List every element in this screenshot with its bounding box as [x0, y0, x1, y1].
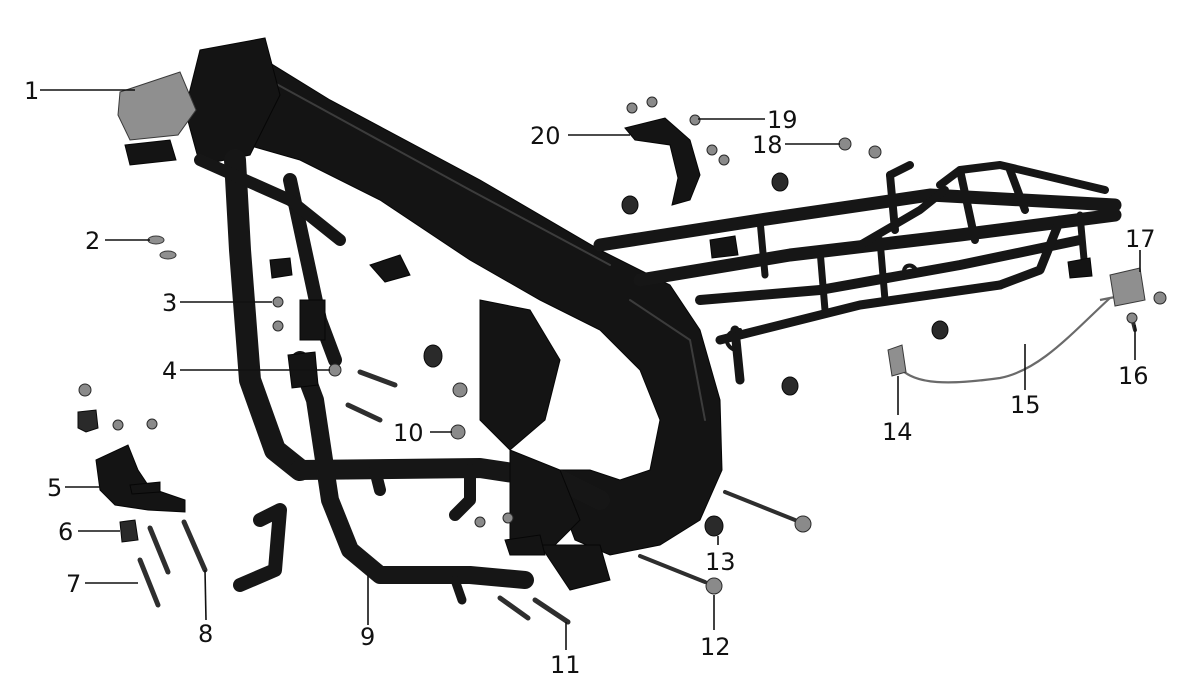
part-7-8-long-bolts	[137, 519, 208, 608]
part-6-collar	[119, 519, 139, 543]
callout-2: 2	[85, 227, 100, 255]
part-18-19-screws	[626, 96, 882, 166]
callout-13: 13	[705, 548, 736, 576]
callout-17: 17	[1125, 225, 1156, 253]
callout-20: 20	[530, 122, 561, 150]
part-16-17-lock	[1109, 267, 1167, 332]
part-10-nuts	[423, 344, 468, 440]
callout-19: 19	[767, 106, 798, 134]
callout-16: 16	[1118, 362, 1149, 390]
callout-5: 5	[47, 474, 62, 502]
callout-4: 4	[162, 357, 177, 385]
part-4-bolts	[328, 363, 398, 423]
part-14-15-cable	[887, 290, 1141, 384]
main-frame	[184, 37, 723, 591]
callout-10: 10	[393, 419, 424, 447]
part-2-washers	[147, 235, 177, 260]
callout-numbers: 1 2 3 4 5 6 7 8 9 10 11 12 13 14 15 16 1…	[24, 77, 1156, 679]
callout-11: 11	[550, 651, 581, 679]
callout-15: 15	[1010, 391, 1041, 419]
part-20-bracket	[624, 117, 701, 206]
part-11-bolts	[474, 512, 571, 625]
callout-3: 3	[162, 289, 177, 317]
callout-8: 8	[198, 620, 213, 648]
callout-6: 6	[58, 518, 73, 546]
callout-12: 12	[700, 633, 731, 661]
callout-1: 1	[24, 77, 39, 105]
leader-lines	[40, 89, 1141, 650]
rear-subframe	[593, 161, 1122, 385]
callout-7: 7	[66, 570, 81, 598]
part-12-pivot-bolt	[638, 490, 812, 595]
part-3-nuts	[272, 296, 284, 332]
callout-14: 14	[882, 418, 913, 446]
part-5-bracket	[77, 383, 186, 513]
callout-9: 9	[360, 623, 375, 651]
part-13-cushions	[621, 172, 949, 537]
part-1-head-bracket	[117, 71, 197, 166]
callout-18: 18	[752, 131, 783, 159]
